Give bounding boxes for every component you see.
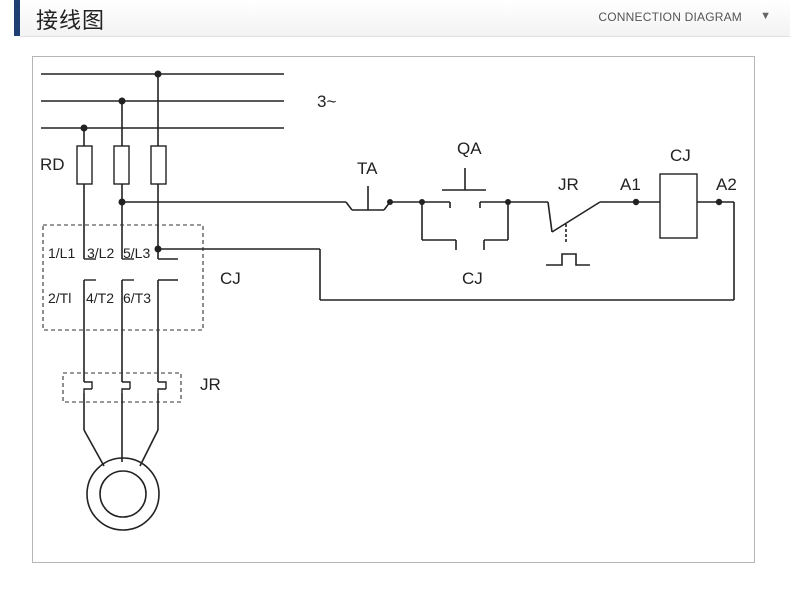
thermal-relay-actuator [546, 224, 590, 266]
section-header: 接线图 CONNECTION DIAGRAM ▼ [0, 0, 790, 37]
start-button-label: QA [457, 139, 482, 158]
aux-contact-label: CJ [462, 269, 483, 288]
control-line-top [122, 186, 734, 233]
aux-contact-branch [421, 202, 509, 250]
fuse-feeders [83, 74, 159, 146]
terminal-t3-label: 6/T3 [123, 290, 151, 306]
start-button-symbol [442, 168, 486, 208]
diagram-frame [32, 56, 755, 563]
thermal-contact-label: JR [558, 175, 579, 194]
header-subtitle: CONNECTION DIAGRAM [598, 10, 742, 24]
phase-label: 3~ [317, 92, 336, 111]
fuses [76, 145, 167, 185]
terminal-l2-label: 3/L2 [87, 245, 114, 261]
coil-terminal-a2-label: A2 [716, 175, 737, 194]
header-accent-bar [14, 0, 20, 36]
page-title: 接线图 [36, 9, 106, 34]
control-junctions [118, 198, 723, 253]
motor-leads [83, 393, 159, 467]
terminal-l3-label: 5/L3 [123, 245, 150, 261]
terminal-t1-label: 2/Tl [48, 290, 71, 306]
contactor-enclosure [42, 224, 204, 331]
thermal-relay-heaters [83, 381, 167, 393]
coil-label: CJ [670, 146, 691, 165]
fuse-label: RD [40, 155, 65, 174]
terminal-t2-label: 4/T2 [86, 290, 114, 306]
triangle-down-icon[interactable]: ▼ [760, 10, 771, 22]
control-return [158, 202, 735, 301]
stop-button-label: TA [357, 159, 378, 178]
phase-bus-lines [41, 73, 284, 129]
header-bar [20, 0, 790, 37]
motor-symbol [86, 457, 160, 531]
main-contacts [84, 258, 178, 281]
contactor-coil [659, 173, 698, 239]
coil-terminal-a1-label: A1 [620, 175, 641, 194]
contactor-label: CJ [220, 269, 241, 288]
fuse-outputs [83, 184, 159, 382]
relay-label: JR [200, 375, 221, 394]
terminal-l1-label: 1/L1 [48, 245, 75, 261]
